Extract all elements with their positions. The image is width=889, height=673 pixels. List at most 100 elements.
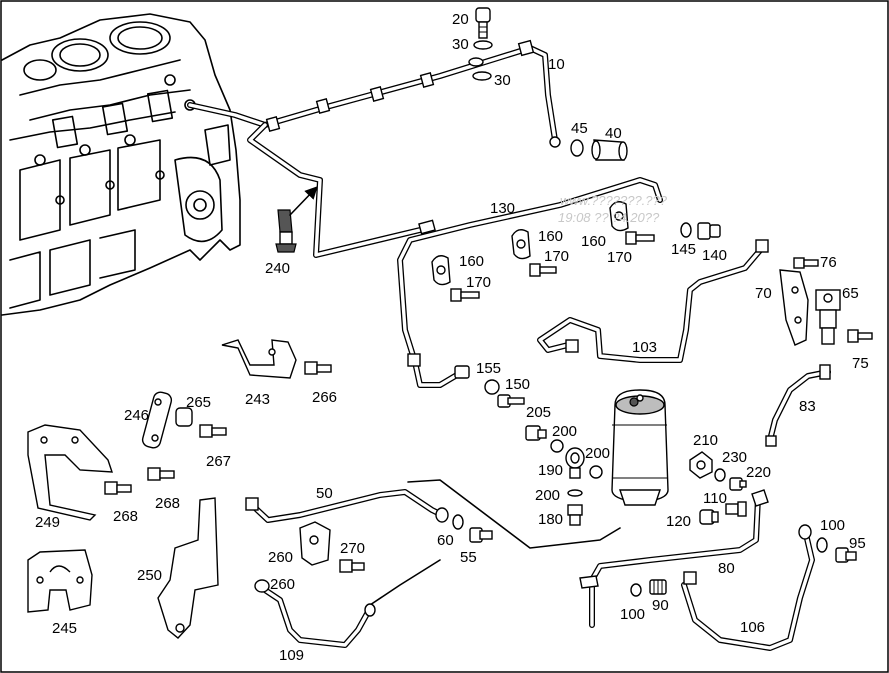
label-245: 245 bbox=[52, 620, 77, 637]
label-10: 10 bbox=[548, 56, 565, 73]
label-30-a: 30 bbox=[452, 36, 469, 53]
bracket-70 bbox=[779, 269, 809, 346]
valve-65 bbox=[815, 289, 841, 345]
label-250: 250 bbox=[137, 567, 162, 584]
bracket-250 bbox=[157, 497, 219, 639]
washer-200-a bbox=[550, 439, 564, 453]
label-260-a: 260 bbox=[268, 549, 293, 566]
label-249: 249 bbox=[35, 514, 60, 531]
washer-200-b bbox=[589, 465, 603, 479]
label-160-a: 160 bbox=[459, 253, 484, 270]
label-150: 150 bbox=[505, 376, 530, 393]
leader-line-filter bbox=[407, 479, 621, 549]
oil-line-10 bbox=[187, 39, 561, 258]
banjo-bolt-20 bbox=[475, 7, 491, 39]
fitting-155 bbox=[454, 365, 470, 379]
label-90: 90 bbox=[652, 597, 669, 614]
label-70: 70 bbox=[755, 285, 772, 302]
label-100-a: 100 bbox=[620, 606, 645, 623]
washer-30-b bbox=[472, 71, 492, 81]
bolt-95 bbox=[835, 547, 857, 563]
label-50: 50 bbox=[316, 485, 333, 502]
label-190: 190 bbox=[538, 462, 563, 479]
label-243: 243 bbox=[245, 391, 270, 408]
label-155: 155 bbox=[476, 360, 501, 377]
label-103: 103 bbox=[632, 339, 657, 356]
bracket-249 bbox=[27, 424, 113, 521]
nut-210 bbox=[689, 451, 713, 479]
clamp-160-b bbox=[511, 229, 531, 260]
washer-230 bbox=[714, 468, 726, 482]
label-20: 20 bbox=[452, 11, 469, 28]
engine-block bbox=[1, 13, 241, 316]
bracket-245 bbox=[27, 549, 93, 613]
label-106: 106 bbox=[740, 619, 765, 636]
bolt-268-a bbox=[147, 467, 175, 481]
label-45: 45 bbox=[571, 120, 588, 137]
bolt-170-a bbox=[450, 288, 480, 302]
label-75: 75 bbox=[852, 355, 869, 372]
bolt-76 bbox=[793, 257, 819, 269]
label-140: 140 bbox=[702, 247, 727, 264]
label-55: 55 bbox=[460, 549, 477, 566]
label-268-b: 268 bbox=[113, 508, 138, 525]
fuel-line-80 bbox=[579, 489, 769, 628]
label-210: 210 bbox=[693, 432, 718, 449]
label-80: 80 bbox=[718, 560, 735, 577]
label-265: 265 bbox=[186, 394, 211, 411]
label-180: 180 bbox=[538, 511, 563, 528]
fitting-205 bbox=[525, 425, 547, 441]
label-60: 60 bbox=[437, 532, 454, 549]
label-230: 230 bbox=[722, 449, 747, 466]
label-160-c: 160 bbox=[581, 233, 606, 250]
bolt-266 bbox=[304, 361, 332, 375]
label-200-b: 200 bbox=[585, 445, 610, 462]
bolt-268-b bbox=[104, 481, 132, 495]
fuel-line-83 bbox=[765, 364, 831, 447]
banjo-fitting bbox=[468, 57, 484, 67]
watermark-line-2: 19:08 ?? ?4.20?? bbox=[558, 210, 660, 225]
label-200-a: 200 bbox=[552, 423, 577, 440]
bolt-55 bbox=[469, 527, 493, 543]
label-110: 110 bbox=[703, 490, 727, 507]
fitting-220 bbox=[729, 477, 747, 491]
label-246: 246 bbox=[124, 407, 149, 424]
washer-60 bbox=[452, 514, 464, 530]
label-220: 220 bbox=[746, 464, 771, 481]
part-labels: 20 30 30 10 45 40 240 130 160 170 160 17… bbox=[35, 11, 869, 664]
clamp-160-a bbox=[431, 255, 451, 286]
label-260-b: 260 bbox=[270, 576, 295, 593]
washer-100-a bbox=[630, 583, 642, 597]
bolt-205-a bbox=[497, 394, 525, 408]
label-205: 205 bbox=[526, 404, 551, 421]
fuel-line-109 bbox=[254, 579, 376, 648]
label-170-b: 170 bbox=[544, 248, 569, 265]
fuel-filter-housing bbox=[611, 389, 669, 506]
label-270: 270 bbox=[340, 540, 365, 557]
strap-246 bbox=[141, 391, 173, 449]
plug-140 bbox=[697, 222, 721, 240]
label-267: 267 bbox=[206, 453, 231, 470]
spacer-265 bbox=[175, 407, 193, 427]
fitting-180 bbox=[567, 504, 583, 526]
clamp-160-c bbox=[609, 201, 629, 232]
washer-150 bbox=[484, 379, 500, 395]
label-240: 240 bbox=[265, 260, 290, 277]
label-30-b: 30 bbox=[494, 72, 511, 89]
label-40: 40 bbox=[605, 125, 622, 142]
bolt-75 bbox=[847, 329, 873, 343]
label-268-a: 268 bbox=[155, 495, 180, 512]
washer-30-a bbox=[473, 40, 493, 50]
sensor-240 bbox=[275, 186, 318, 253]
washer-45 bbox=[570, 139, 584, 157]
bolt-170-c bbox=[625, 231, 655, 245]
label-170-a: 170 bbox=[466, 274, 491, 291]
washer-145 bbox=[680, 222, 692, 238]
label-109: 109 bbox=[279, 647, 304, 664]
label-83: 83 bbox=[799, 398, 816, 415]
clip-260 bbox=[299, 521, 331, 566]
label-266: 266 bbox=[312, 389, 337, 406]
label-76: 76 bbox=[820, 254, 837, 271]
